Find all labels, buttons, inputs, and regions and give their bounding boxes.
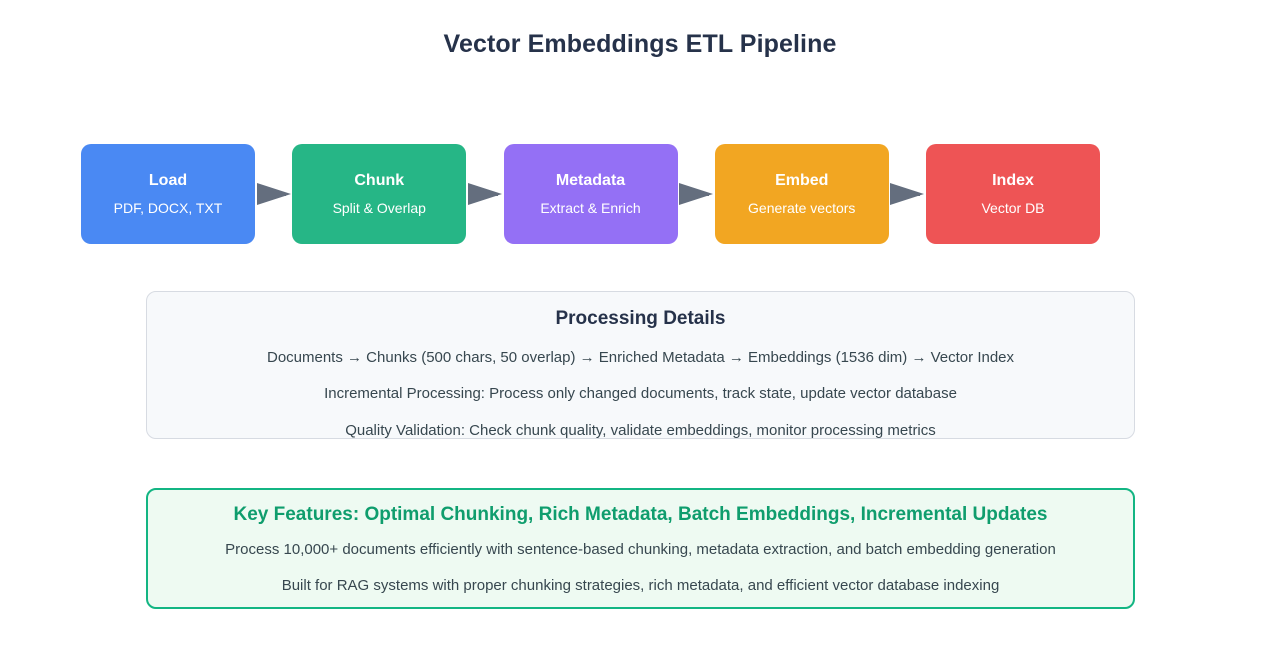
stage-subtitle: PDF, DOCX, TXT bbox=[113, 200, 223, 217]
processing-details-line: Documents → Chunks (500 chars, 50 overla… bbox=[266, 349, 1015, 366]
stage-title: Index bbox=[992, 171, 1034, 189]
processing-details-panel: Processing Details Documents → Chunks (5… bbox=[146, 291, 1135, 439]
key-features-line: Process 10,000+ documents efficiently wi… bbox=[225, 541, 1056, 558]
stage-title: Chunk bbox=[354, 171, 405, 189]
key-features-panel: Key Features: Optimal Chunking, Rich Met… bbox=[146, 488, 1135, 609]
pipeline-stage-metadata: Metadata Extract & Enrich bbox=[503, 144, 678, 244]
pipeline-stage-load: Load PDF, DOCX, TXT bbox=[81, 144, 255, 244]
arrow-head-icon bbox=[467, 183, 502, 205]
stage-subtitle: Extract & Enrich bbox=[540, 200, 641, 217]
stage-title: Metadata bbox=[555, 171, 626, 189]
arrow-head-icon bbox=[679, 183, 714, 205]
key-features-line: Built for RAG systems with proper chunki… bbox=[281, 577, 1000, 595]
arrow-embed-to-index bbox=[889, 183, 926, 205]
arrow-metadata-to-embed bbox=[678, 183, 715, 205]
processing-details-line: Quality Validation: Check chunk quality,… bbox=[345, 421, 936, 439]
pipeline-stage-embed: Embed Generate vectors bbox=[714, 144, 889, 244]
pipeline-stage-index: Index Vector DB bbox=[926, 144, 1100, 244]
key-features-heading: Key Features: Optimal Chunking, Rich Met… bbox=[233, 504, 1048, 525]
pipeline-stage-chunk: Chunk Split & Overlap bbox=[292, 144, 467, 244]
stage-subtitle: Vector DB bbox=[981, 200, 1045, 217]
arrow-head-icon bbox=[890, 183, 925, 205]
page-title: Vector Embeddings ETL Pipeline bbox=[443, 30, 837, 58]
processing-details-line: Incremental Processing: Process only cha… bbox=[324, 385, 957, 403]
pipeline-flow: Load PDF, DOCX, TXT Chunk Split & Overla… bbox=[81, 144, 1100, 244]
stage-subtitle: Split & Overlap bbox=[332, 200, 426, 217]
stage-subtitle: Generate vectors bbox=[748, 200, 856, 217]
arrow-load-to-chunk bbox=[255, 183, 292, 205]
stage-title: Load bbox=[148, 171, 188, 189]
arrow-chunk-to-metadata bbox=[466, 183, 503, 205]
stage-title: Embed bbox=[775, 171, 829, 189]
processing-details-heading: Processing Details bbox=[555, 308, 726, 329]
arrow-head-icon bbox=[256, 183, 291, 205]
